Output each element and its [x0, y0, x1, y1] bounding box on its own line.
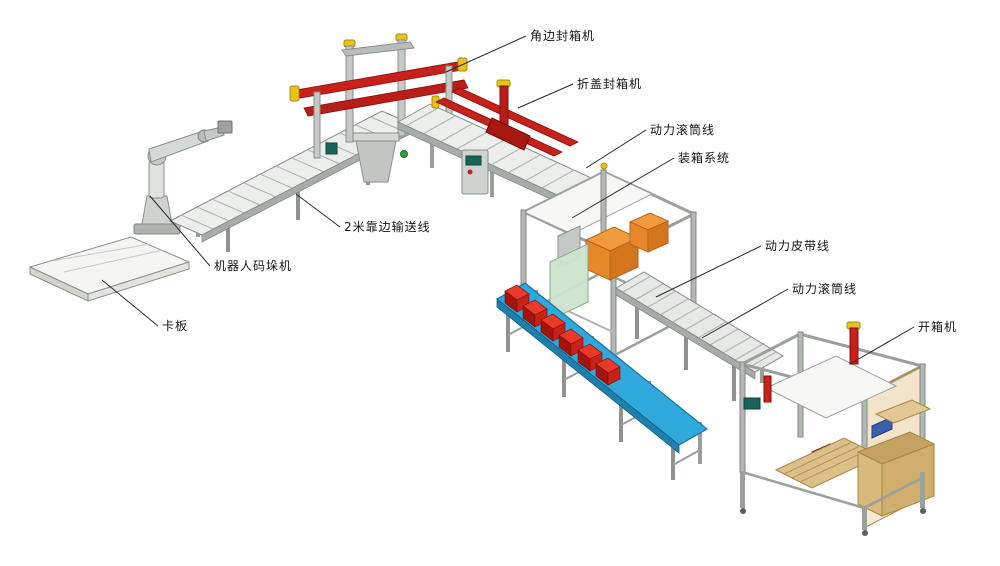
label-case-erector: 开箱机	[918, 320, 958, 334]
label-power-roller-1: 动力滚筒线	[650, 123, 716, 137]
leader-pallet	[101, 279, 159, 327]
label-flap-sealer: 折盖封箱机	[577, 77, 643, 91]
leader-case-erector	[849, 326, 915, 365]
packing-system-graphic	[520, 162, 698, 361]
label-corner-sealer: 角边封箱机	[530, 29, 596, 43]
pallet-graphic	[28, 236, 191, 302]
leader-corner-sealer	[445, 35, 527, 73]
leader-robot-palletizer	[149, 195, 211, 267]
erector-roller-graphic	[615, 271, 784, 401]
belt-conveyor-graphic	[495, 282, 709, 480]
leader-flap-sealer	[517, 83, 574, 109]
leader-lines	[101, 35, 915, 365]
leader-edge-conveyor	[295, 193, 341, 228]
label-pallet: 卡板	[162, 319, 189, 333]
flap-sealer-graphic	[431, 79, 579, 195]
label-edge-conveyor: 2米靠边输送线	[344, 220, 431, 234]
leader-power-roller-1	[585, 129, 647, 169]
robot-arm-graphic	[133, 120, 233, 235]
label-robot-palletizer: 机器人码垛机	[214, 259, 293, 273]
leader-power-roller-2	[701, 288, 789, 339]
leader-power-belt	[655, 245, 762, 298]
label-packing-system: 装箱系统	[678, 151, 731, 165]
label-power-roller-2: 动力滚筒线	[792, 282, 858, 296]
label-power-belt: 动力皮带线	[765, 239, 831, 253]
case-erector-graphic	[737, 321, 936, 536]
corner-sealer-graphic	[289, 33, 469, 183]
leader-packing-system	[571, 157, 675, 219]
